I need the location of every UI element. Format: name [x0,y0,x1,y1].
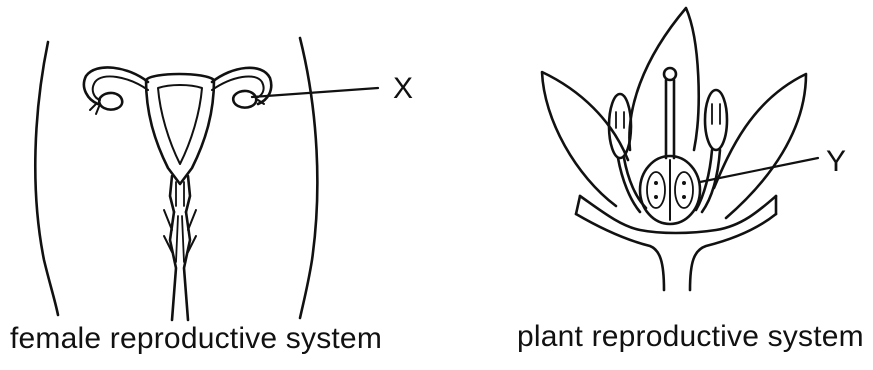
female-reproductive-system [35,38,378,320]
label-x: X [393,72,413,106]
uterus [146,74,214,184]
filament-left [618,158,646,212]
uterine-cavity [158,85,202,164]
stigma [664,68,676,80]
sepal-left [576,196,580,214]
style [666,80,674,158]
left-hip-outline [35,42,58,315]
plant-caption: plant reproductive system [517,320,864,354]
left-petal [542,72,628,206]
cervix [170,176,190,212]
ovule [654,181,658,185]
right-petal [714,74,806,218]
anther-right [705,90,727,150]
anther-left [609,94,631,158]
back-petal [629,8,698,150]
plant-reproductive-system [542,8,818,290]
female-caption: female reproductive system [10,322,382,356]
label-y: Y [826,145,846,179]
right-ovary [233,91,256,108]
left-ovary [99,93,122,110]
vagina [170,212,190,320]
right-fallopian-tube [212,68,271,104]
right-hip-outline [300,38,317,318]
